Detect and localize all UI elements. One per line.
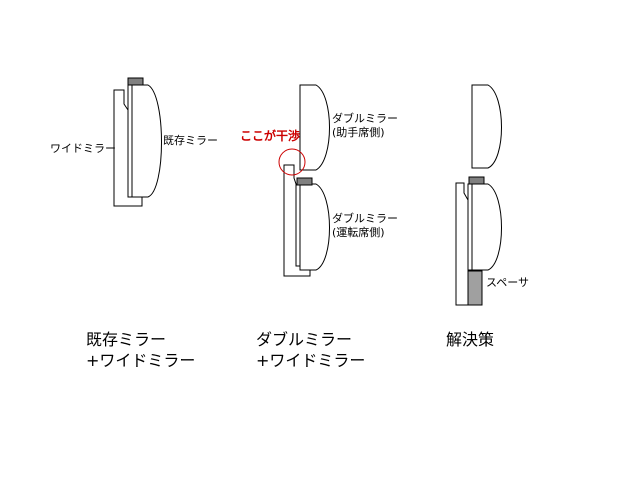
caption-double-line1: ダブルミラー	[256, 330, 353, 349]
mirror-clip	[296, 177, 313, 186]
upper-mirror	[471, 84, 502, 169]
wide-mirror-label: ワイドミラー	[50, 142, 116, 155]
spacer-block	[467, 270, 483, 306]
wide-mirror-bracket	[455, 182, 469, 306]
driver-double-mirror	[299, 183, 330, 271]
panel-solution	[455, 84, 502, 306]
passenger-double-mirror	[299, 84, 330, 171]
caption-existing-line2: +ワイドミラー	[86, 351, 196, 370]
mirror-clip	[127, 77, 144, 86]
existing-mirror-label: 既存ミラー	[163, 134, 218, 147]
lower-mirror	[471, 183, 502, 271]
panel-existing	[113, 77, 162, 207]
spacer-label: スペーサ	[486, 276, 530, 289]
driver-mirror-label-1: ダブルミラー	[332, 212, 398, 225]
panel-double	[278, 84, 330, 277]
driver-mirror-label-2: (運転席側)	[332, 226, 385, 239]
mirror-clip	[468, 176, 485, 185]
caption-solution: 解決策	[446, 330, 495, 349]
interference-label: ここが干渉	[240, 129, 301, 143]
mirror-mount-strip	[295, 183, 301, 267]
interference-circle	[278, 148, 306, 176]
caption-double-line2: +ワイドミラー	[256, 351, 366, 370]
existing-mirror-body	[131, 84, 162, 198]
passenger-mirror-label-2: (助手席側)	[332, 126, 385, 139]
mirror-mount-strip	[467, 183, 473, 271]
passenger-mirror-label-1: ダブルミラー	[332, 112, 398, 125]
caption-existing-line1: 既存ミラー	[86, 330, 167, 349]
mirror-mount-strip	[127, 83, 133, 198]
